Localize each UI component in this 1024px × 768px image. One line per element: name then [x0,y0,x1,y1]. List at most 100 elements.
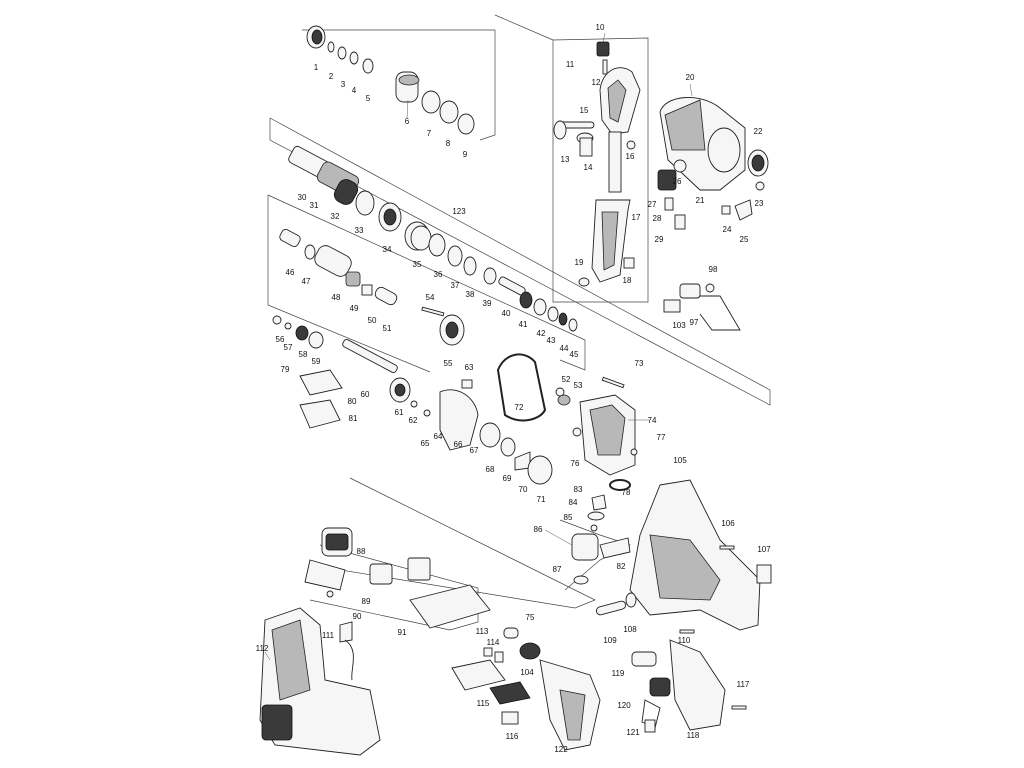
part-callout-112: 112 [256,644,269,653]
part-callout-62: 62 [409,416,418,425]
part-callout-48: 48 [332,293,341,302]
part-callout-25: 25 [740,235,749,244]
part-callout-7: 7 [427,129,432,138]
part-callout-57: 57 [284,343,293,352]
part-callout-30: 30 [298,193,307,202]
part-callout-87: 87 [553,565,562,574]
part-callout-47: 47 [302,277,311,286]
part-callout-74: 74 [648,416,657,425]
part-callout-104: 104 [520,668,534,677]
part-callout-77: 77 [657,433,666,442]
part-callout-69: 69 [503,474,512,483]
part-callout-54: 54 [426,293,435,302]
part-callout-98: 98 [709,265,718,274]
part-callout-44: 44 [560,344,569,353]
part-callout-15: 15 [580,106,589,115]
part-callout-55: 55 [444,359,453,368]
part-callout-67: 67 [470,446,479,455]
part-callout-118: 118 [687,731,700,740]
part-callout-11: 11 [566,60,575,69]
part-callout-82: 82 [617,562,626,571]
cover-group [423,353,553,485]
part-callout-106: 106 [721,519,735,528]
part-callout-5: 5 [366,94,371,103]
part-callout-53: 53 [574,381,583,390]
part-callout-80: 80 [348,397,357,406]
part-callout-68: 68 [486,465,495,474]
part-callout-64: 64 [434,432,443,441]
part-callout-40: 40 [502,309,511,318]
part-callout-70: 70 [519,485,528,494]
part-callout-78: 78 [622,488,631,497]
part-callout-38: 38 [466,290,475,299]
part-callout-75: 75 [526,613,535,622]
part-callout-17: 17 [632,213,641,222]
part-callout-90: 90 [353,612,362,621]
part-callout-115: 115 [477,699,490,708]
gearbox-group [555,376,638,491]
part-callout-8: 8 [446,139,451,148]
front-cap-group [306,25,475,135]
part-callout-109: 109 [603,636,617,645]
part-callout-103: 103 [672,321,686,330]
part-callout-119: 119 [612,669,625,678]
part-callout-85: 85 [564,513,573,522]
part-callout-88: 88 [357,547,366,556]
part-callout-108: 108 [623,625,637,634]
part-callout-41: 41 [519,320,528,329]
part-callout-91: 91 [398,628,407,637]
part-callout-97: 97 [690,318,699,327]
part-callout-45: 45 [570,350,579,359]
rear-handle-group [539,639,747,751]
part-callout-122: 122 [554,745,568,754]
part-callout-21: 21 [696,196,705,205]
part-callout-24: 24 [723,225,732,234]
part-callout-83: 83 [574,485,583,494]
part-callout-1: 1 [314,63,319,72]
part-callout-84: 84 [569,498,578,507]
part-callout-12: 12 [592,78,601,87]
part-callout-65: 65 [421,439,430,448]
part-callout-19: 19 [575,258,584,267]
part-callout-29: 29 [655,235,664,244]
spring-washer-group [404,221,578,332]
shaft-group [272,315,418,429]
part-callout-86: 86 [534,525,543,534]
leader-lines [264,32,693,661]
part-callout-79: 79 [281,365,290,374]
part-callout-36: 36 [434,270,443,279]
part-callout-72: 72 [515,403,524,412]
part-callout-6: 6 [405,117,410,126]
armature-group [571,494,631,585]
bracket-group [663,283,741,331]
part-callout-117: 117 [737,680,750,689]
part-callout-9: 9 [463,150,468,159]
part-callout-28: 28 [653,214,662,223]
part-callout-4: 4 [352,86,357,95]
part-callout-16: 16 [626,152,635,161]
part-callout-27: 27 [648,200,657,209]
part-callout-114: 114 [487,638,500,647]
part-callout-32: 32 [331,212,340,221]
part-callout-63: 63 [465,363,474,372]
part-callout-89: 89 [362,597,371,606]
part-callout-73: 73 [635,359,644,368]
part-callout-10: 10 [596,23,605,32]
switch-group [451,627,541,725]
part-callout-23: 23 [755,199,764,208]
part-callout-33: 33 [355,226,364,235]
part-callout-26: 26 [673,177,682,186]
barrel-group [288,145,402,232]
part-callout-121: 121 [626,728,640,737]
part-callout-107: 107 [757,545,771,554]
motor-controller-group [304,527,491,629]
part-callout-37: 37 [451,281,460,290]
part-callout-51: 51 [383,324,392,333]
part-callout-35: 35 [413,260,422,269]
part-callout-60: 60 [361,390,370,399]
part-callout-13: 13 [561,155,570,164]
part-callout-18: 18 [623,276,632,285]
part-callout-71: 71 [537,495,546,504]
